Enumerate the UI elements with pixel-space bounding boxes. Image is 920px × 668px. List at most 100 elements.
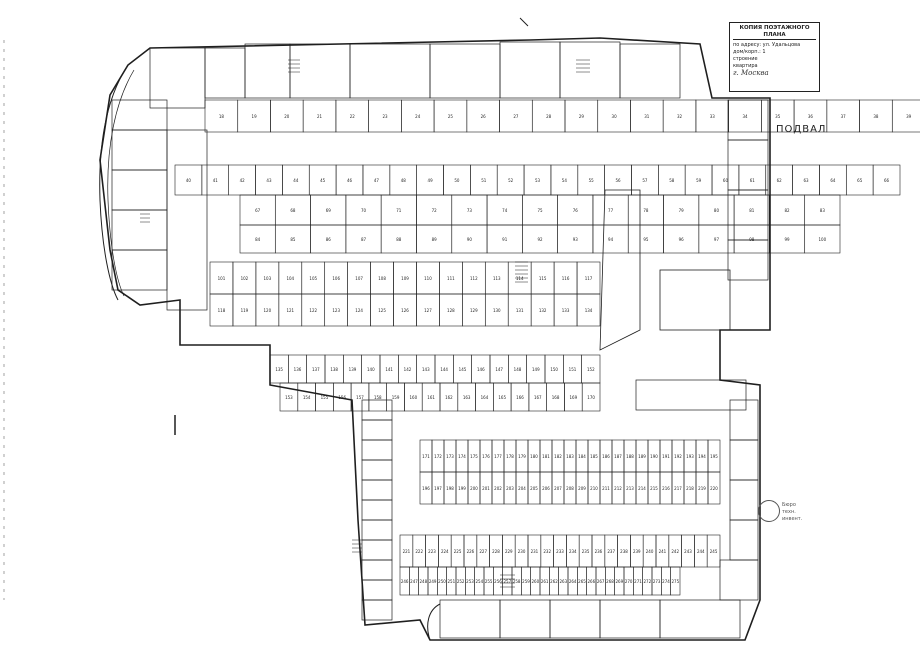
stall-number: 274 [662, 579, 670, 584]
stall-number: 212 [614, 486, 622, 491]
stall-number: 148 [514, 367, 522, 372]
stall-number: 220 [710, 486, 718, 491]
stall-number: 105 [309, 276, 317, 281]
stall-number: 184 [578, 454, 586, 459]
stall-number: 260 [532, 579, 540, 584]
stall-number: 53 [535, 178, 541, 183]
stall-number: 155 [321, 395, 329, 400]
stall-number: 54 [562, 178, 568, 183]
stall-number: 225 [454, 549, 462, 554]
stall-number: 199 [458, 486, 466, 491]
stall-number: 32 [677, 114, 683, 119]
stall-number: 55 [589, 178, 595, 183]
stall-number: 240 [646, 549, 654, 554]
stall-number: 223 [428, 549, 436, 554]
stall-number: 123 [332, 308, 340, 313]
stall-number: 142 [404, 367, 412, 372]
stall-number: 269 [616, 579, 624, 584]
stall-number: 18 [219, 114, 225, 119]
stall-number: 111 [447, 276, 455, 281]
stall-number: 50 [454, 178, 460, 183]
stall-number: 47 [374, 178, 380, 183]
scan-mark [519, 17, 529, 27]
stall-number: 119 [241, 308, 249, 313]
stall-number: 27 [513, 114, 519, 119]
stall-number: 56 [616, 178, 622, 183]
stall-number: 157 [356, 395, 364, 400]
stall-number: 188 [626, 454, 634, 459]
stall-number: 265 [578, 579, 586, 584]
upper-left-rooms [111, 41, 681, 311]
stall-number: 93 [573, 237, 579, 242]
stall-number: 117 [585, 276, 593, 281]
stall-number: 21 [317, 114, 323, 119]
stall-number: 168 [552, 395, 560, 400]
stall-number: 129 [470, 308, 478, 313]
stall-number: 49 [428, 178, 434, 183]
stall-number: 246 [401, 579, 409, 584]
stall-number: 267 [597, 579, 605, 584]
seal-line: Бюро [782, 502, 796, 508]
stall-number: 81 [749, 208, 755, 213]
core-room [659, 269, 731, 331]
stall-number: 29 [579, 114, 585, 119]
title-block-line: квартира [733, 63, 758, 69]
bottom-curve [427, 603, 441, 641]
stall-number: 130 [493, 308, 501, 313]
stall-number: 275 [672, 579, 680, 584]
stall-number: 255 [485, 579, 493, 584]
stall-number: 40 [186, 178, 192, 183]
curved-facade [99, 64, 129, 301]
stall-number: 41 [213, 178, 219, 183]
stall-number: 156 [338, 395, 346, 400]
stall-number: 141 [385, 367, 393, 372]
stall-number: 203 [506, 486, 514, 491]
stall-number: 244 [697, 549, 705, 554]
stall-number: 84 [255, 237, 261, 242]
stall-number: 210 [590, 486, 598, 491]
stall-number: 63 [803, 178, 809, 183]
stall-number: 205 [530, 486, 538, 491]
stall-number: 243 [684, 549, 692, 554]
stall-number: 85 [290, 237, 296, 242]
stall-number: 241 [659, 549, 667, 554]
stall-number: 122 [309, 308, 317, 313]
stall-number: 92 [537, 237, 543, 242]
stall-number: 33 [710, 114, 716, 119]
stall-number: 107 [355, 276, 363, 281]
stall-number: 127 [424, 308, 432, 313]
stall-number: 77 [608, 208, 614, 213]
stall-number: 167 [534, 395, 542, 400]
stall-number: 65 [857, 178, 863, 183]
stall-number: 35 [775, 114, 781, 119]
parking-stall [581, 382, 601, 412]
stall-number: 166 [516, 395, 524, 400]
stall-number: 183 [566, 454, 574, 459]
stall-number: 237 [607, 549, 615, 554]
stall-number: 79 [679, 208, 685, 213]
stall-number: 109 [401, 276, 409, 281]
stall-number: 37 [841, 114, 847, 119]
stall-number: 154 [303, 395, 311, 400]
stall-number: 216 [662, 486, 670, 491]
stall-number: 43 [266, 178, 272, 183]
stall-number: 48 [401, 178, 407, 183]
parking-stall [706, 534, 721, 568]
stall-number: 106 [332, 276, 340, 281]
stall-number: 75 [537, 208, 543, 213]
stall-number: 251 [448, 579, 456, 584]
stall-number: 190 [650, 454, 658, 459]
stall-number: 70 [361, 208, 367, 213]
stair-hatches [140, 59, 590, 588]
stall-number: 151 [569, 367, 577, 372]
stall-number: 121 [286, 308, 294, 313]
stall-number: 118 [218, 308, 226, 313]
stall-number: 268 [606, 579, 614, 584]
stall-number: 182 [554, 454, 562, 459]
stall-number: 169 [570, 395, 578, 400]
stall-number: 66 [884, 178, 890, 183]
stall-number: 191 [662, 454, 670, 459]
stall-number: 204 [518, 486, 526, 491]
